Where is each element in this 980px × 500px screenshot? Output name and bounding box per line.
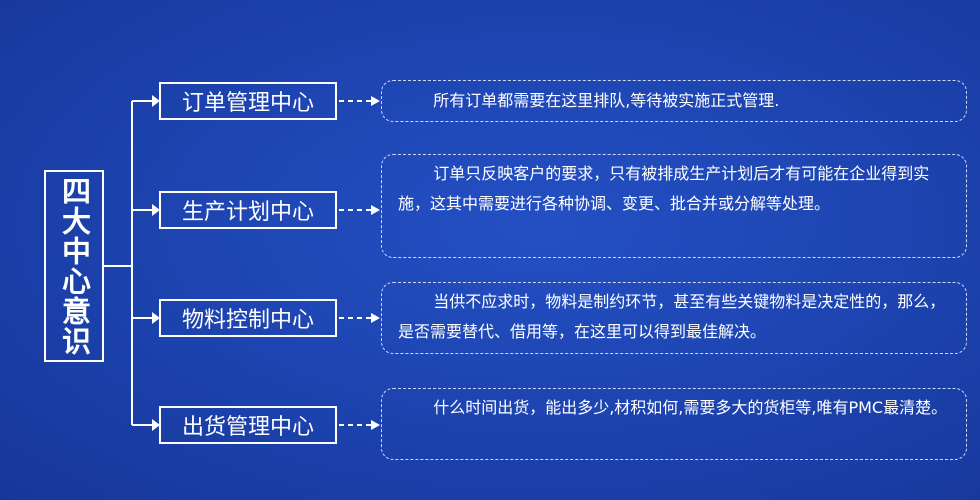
dashed-arrow-3: [371, 313, 380, 323]
branch-arrow-1: [152, 95, 160, 107]
description-box-shipping: 什么时间出货，能出多少,材积如何,需要多大的货柜等,唯有PMC最清楚。: [381, 388, 967, 460]
description-box-material: 当供不应求时，物料是制约环节，甚至有些关键物料是决定性的，那么，是否需要替代、借…: [381, 282, 967, 354]
branch-arrow-4: [152, 419, 160, 431]
dashed-arrow-4: [371, 420, 380, 430]
center-box-order: 订单管理中心: [159, 82, 337, 120]
center-label-material: 物料控制中心: [181, 308, 314, 333]
description-material: 当供不应求时，物料是制约环节，甚至有些关键物料是决定性的，那么，是否需要替代、借…: [398, 292, 946, 341]
dashed-arrow-1: [371, 96, 380, 106]
description-box-order: 所有订单都需要在这里排队,等待被实施正式管理.: [381, 80, 967, 122]
description-production: 订单只反映客户的要求，只有被排成生产计划后才有可能在企业得到实施，这其中需要进行…: [398, 164, 930, 213]
main-title: 四大中心意识: [57, 176, 92, 356]
branch-arrow-2: [152, 204, 160, 216]
center-box-material: 物料控制中心: [159, 299, 337, 337]
description-box-production: 订单只反映客户的要求，只有被排成生产计划后才有可能在企业得到实施，这其中需要进行…: [381, 154, 967, 258]
description-order: 所有订单都需要在这里排队,等待被实施正式管理.: [433, 91, 780, 110]
center-label-order: 订单管理中心: [181, 91, 314, 116]
center-box-production: 生产计划中心: [159, 191, 337, 229]
main-title-box: 四大中心意识: [44, 170, 104, 362]
dashed-arrow-2: [371, 205, 380, 215]
center-label-shipping: 出货管理中心: [181, 415, 314, 440]
center-label-production: 生产计划中心: [181, 200, 314, 225]
center-box-shipping: 出货管理中心: [159, 406, 337, 444]
description-shipping: 什么时间出货，能出多少,材积如何,需要多大的货柜等,唯有PMC最清楚。: [433, 398, 948, 417]
branch-arrow-3: [152, 312, 160, 324]
